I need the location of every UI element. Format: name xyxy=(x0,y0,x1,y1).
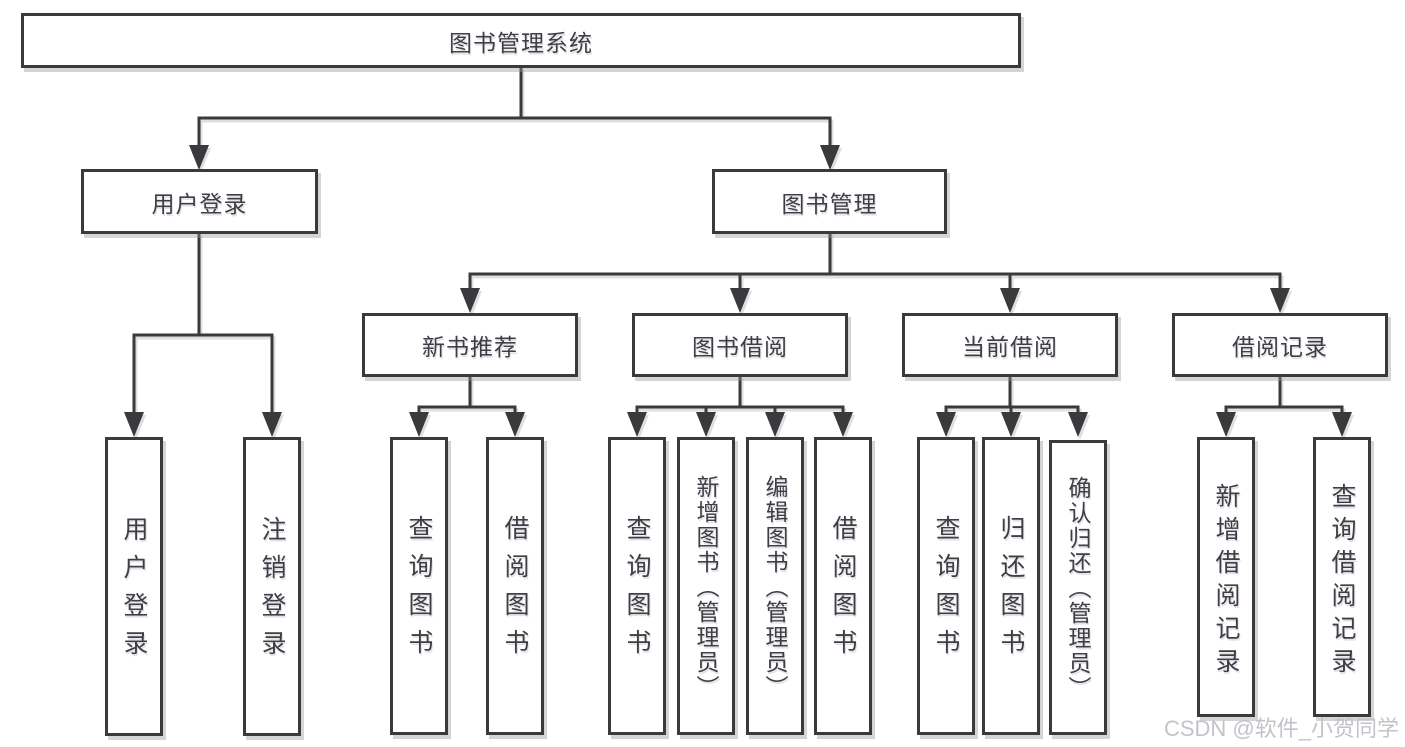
leaf-borrow-books-1: 借阅图书 xyxy=(486,437,544,735)
leaf-query-books-3: 查询图书 xyxy=(917,437,975,735)
leaf-query-books-2: 查询图书 xyxy=(608,437,666,735)
node-user-login: 用户登录 xyxy=(81,169,318,234)
node-library-system: 图书管理系统 xyxy=(21,13,1021,68)
node-borrow-records: 借阅记录 xyxy=(1172,313,1388,377)
leaf-add-book-admin: 新增图书（管理员） xyxy=(677,437,735,735)
leaf-add-borrow-record: 新增借阅记录 xyxy=(1197,437,1255,717)
node-book-borrow: 图书借阅 xyxy=(632,313,848,377)
leaf-query-books-1: 查询图书 xyxy=(390,437,448,735)
leaf-edit-book-admin: 编辑图书（管理员） xyxy=(746,437,804,735)
node-new-book-recommend: 新书推荐 xyxy=(362,313,578,377)
leaf-confirm-return-admin: 确认归还（管理员） xyxy=(1049,440,1107,735)
node-current-borrow: 当前借阅 xyxy=(902,313,1118,377)
leaf-user-login: 用户登录 xyxy=(105,437,163,736)
leaf-logout-login: 注销登录 xyxy=(243,437,301,736)
leaf-return-book: 归还图书 xyxy=(982,437,1040,735)
leaf-query-borrow-record: 查询借阅记录 xyxy=(1313,437,1371,717)
leaf-borrow-books-2: 借阅图书 xyxy=(814,437,872,735)
node-book-management: 图书管理 xyxy=(712,169,947,234)
watermark: CSDN @软件_小贺同学 xyxy=(1163,716,1399,741)
